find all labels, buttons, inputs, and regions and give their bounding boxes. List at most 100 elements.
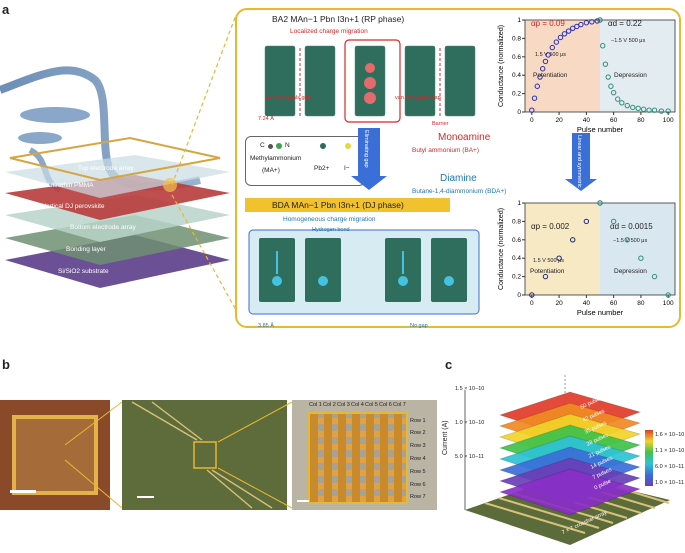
plot-frame <box>524 202 676 296</box>
data-point <box>557 34 564 41</box>
data-point <box>638 255 644 261</box>
scale-bar-1 <box>10 490 36 493</box>
legend-ma: Methylammonium <box>250 155 302 162</box>
col-label-4: Col 4 <box>351 402 364 408</box>
data-point <box>561 31 568 37</box>
data-point <box>589 19 595 25</box>
x-tick-label: 60 <box>610 300 618 307</box>
linear-arrow <box>572 133 590 181</box>
x-tick-label: 60 <box>610 117 618 124</box>
potentiation-region <box>525 203 600 295</box>
data-point <box>640 106 647 112</box>
data-point <box>624 102 630 109</box>
scale-bar-3 <box>297 500 309 502</box>
data-point <box>529 107 535 113</box>
rp-potentiation: Potentiation <box>533 72 568 79</box>
rp-pulse-d: −1.5 V 500 μs <box>611 38 646 44</box>
legend-n: N <box>285 142 290 149</box>
carbon-dot-icon <box>268 144 273 149</box>
x-tick-label: 40 <box>583 300 591 307</box>
data-point <box>540 66 546 72</box>
col-label-3: Col 3 <box>337 402 350 408</box>
y-tick-label: 0.8 <box>512 218 521 225</box>
rp-pulse-p: 1.5 V 500 μs <box>535 52 566 58</box>
y-tick-label: 0.6 <box>512 237 521 244</box>
rp-depression: Depression <box>614 72 647 79</box>
data-point <box>534 83 540 89</box>
pb-dot-icon <box>320 143 326 149</box>
rp-subtitle: Localized charge migration <box>290 28 368 35</box>
dj-pulse-p: 1.5 V 500 μs <box>533 258 564 264</box>
data-point <box>610 89 617 96</box>
legend-pb: Pb2+ <box>314 165 330 172</box>
rp-spacing: 7.24 Å <box>258 116 274 122</box>
y-tick-label: 1 <box>517 200 521 207</box>
data-point <box>583 20 590 26</box>
data-point <box>549 44 555 51</box>
z-axis-label: Current (A) <box>442 420 449 455</box>
y-tick-label: 0.4 <box>512 255 521 262</box>
cbar-tick-3: 6.0 × 10−11 <box>655 464 684 470</box>
rp-barrier: Barrier <box>432 121 449 127</box>
data-point <box>556 255 562 261</box>
rp-monoamine-name: Butyl ammonium (BA+) <box>412 147 480 154</box>
dj-diamine: Diamine <box>440 173 477 184</box>
x-tick-label: 0 <box>530 117 534 124</box>
data-point <box>553 39 560 45</box>
data-point <box>651 273 658 280</box>
y-tick-label: 0.2 <box>512 91 521 98</box>
legend-c: C <box>260 142 265 149</box>
z-tick-3: 1.5 × 10−10 <box>455 386 485 392</box>
microscope-lines-1 <box>131 401 273 509</box>
iodide-dot-icon <box>345 143 351 149</box>
dj-subtitle: Homogeneous charge migration <box>283 216 376 223</box>
dj-diamine-name: Butane-1,4-diammonium (BDA+) <box>412 188 507 195</box>
x-axis-label: Pulse number <box>577 125 624 134</box>
dj-spacing: 3.85 Å <box>258 323 274 329</box>
x-tick-label: 80 <box>637 117 645 124</box>
dj-title-bar <box>245 198 450 212</box>
data-point <box>545 52 551 58</box>
layer-label-substrate: Si/SiO2 substrate <box>58 268 109 275</box>
row-label-6: Row 6 <box>410 482 426 488</box>
x-tick-label: 20 <box>555 117 563 124</box>
col-label-1: Col 1 <box>309 402 322 408</box>
layer-label-top-electrode: Top electrode array <box>78 165 134 172</box>
depression-region <box>600 20 675 112</box>
schematic-frame <box>235 8 681 328</box>
x-tick-label: 100 <box>663 117 674 124</box>
col-label-5: Col 5 <box>365 402 378 408</box>
panel-b-zoom-lines <box>64 401 293 509</box>
data-point <box>658 108 665 114</box>
row-label-2: Row 2 <box>410 430 426 436</box>
data-point <box>665 108 671 114</box>
x-tick-label: 80 <box>637 300 645 307</box>
row-label-5: Row 5 <box>410 469 426 475</box>
y-tick-label: 1 <box>517 17 521 24</box>
x-axis-label: Pulse number <box>577 308 624 317</box>
data-point <box>597 17 603 23</box>
eliminating-gap-arrow <box>358 128 380 178</box>
dj-nogap: No gap <box>410 323 428 329</box>
linear-arrow-head <box>565 179 597 191</box>
y-tick-label: 0.6 <box>512 54 521 61</box>
x-tick-label: 20 <box>555 300 563 307</box>
plot-frame <box>524 19 676 113</box>
dj-lattice <box>248 229 480 315</box>
rp-monoamine: Monoamine <box>438 132 491 143</box>
y-tick-label: 0 <box>517 292 521 299</box>
arrow-head <box>351 176 387 190</box>
data-point <box>646 107 652 113</box>
data-point <box>610 218 617 225</box>
data-point <box>597 200 603 206</box>
data-point <box>651 107 658 113</box>
linear-arrow-label: Linear and symmetric <box>576 135 582 188</box>
layer-label-bottom-electrode: Bottom electrode array <box>70 224 136 231</box>
y-tick-label: 0.4 <box>512 72 521 79</box>
x-tick-label: 100 <box>663 300 674 307</box>
data-point <box>624 237 630 243</box>
nitrogen-dot-icon <box>276 143 282 149</box>
data-point <box>665 292 671 298</box>
rp-title: BA2 MAn−1 Pbn I3n+1 (RP phase) <box>272 14 405 24</box>
